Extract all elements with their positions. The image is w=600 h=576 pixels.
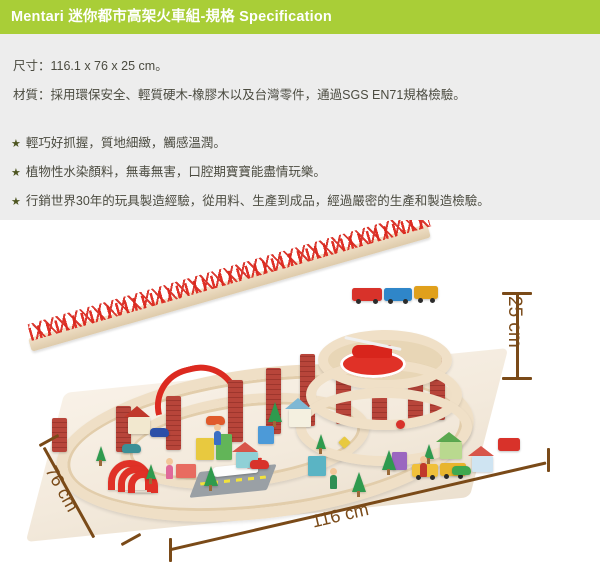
train-car-small-red [498, 438, 520, 451]
page-header: Mentari 迷你都市高架火車組-規格 Specification [0, 0, 600, 34]
train-engine [414, 286, 438, 299]
figure [330, 475, 337, 489]
tree-trunk [99, 460, 102, 466]
figure-head [330, 468, 337, 475]
tree-trunk [427, 458, 430, 464]
car-orange [206, 416, 225, 425]
tree [316, 434, 326, 449]
star-icon: ★ [11, 138, 21, 150]
feature-bullet-3-text: 行銷世界30年的玩具製造經驗，從用料、生產到成品，經過嚴密的生產和製造檢驗。 [25, 194, 490, 208]
tree-trunk [149, 478, 152, 484]
train-car-red [352, 288, 382, 301]
house-roof [285, 398, 311, 409]
house-roof [436, 432, 462, 442]
figure-head [166, 458, 173, 465]
brick-pier [116, 406, 131, 452]
spec-material-line: 材質：採用環保安全、輕質硬木-橡膠木以及台灣零件，通過SGS EN71規格檢驗。 [13, 88, 466, 102]
figure [214, 431, 221, 445]
dim-cap-right-116 [547, 448, 550, 472]
specification-panel: 尺寸：116.1 x 76 x 25 cm。 材質：採用環保安全、輕質硬木-橡膠… [0, 34, 600, 220]
car-red [250, 460, 269, 469]
feature-bullet-1-text: 輕巧好抓握，質地細緻，觸感溫潤。 [25, 136, 226, 150]
dim-cap-bottom-25 [502, 377, 532, 380]
brick-pier [52, 418, 67, 452]
figure-head [214, 424, 221, 431]
house [440, 442, 462, 459]
train-wheel [458, 474, 463, 479]
train-wheel [444, 474, 449, 479]
building-teal [308, 456, 326, 476]
dim-label-height: 25 cm [504, 296, 525, 348]
figure [420, 463, 427, 477]
house-roof [468, 446, 494, 456]
feature-bullet-3: ★ 行銷世界30年的玩具製造經驗，從用料、生產到成品，經過嚴密的生產和製造檢驗。 [11, 195, 490, 208]
feature-bullet-2: ★ 植物性水染顏料，無毒無害，口腔期寶寶能盡情玩樂。 [11, 166, 326, 179]
dim-cap-bottom-76 [120, 532, 142, 547]
car-teal [122, 444, 141, 453]
tree-trunk [319, 448, 322, 454]
stop-sign [396, 420, 405, 429]
figure-head [420, 456, 427, 463]
tree [352, 472, 366, 492]
car-green [452, 466, 471, 475]
tunnel-arch-inner [128, 471, 158, 493]
car-blue [150, 428, 169, 437]
figure [166, 465, 173, 479]
train-wheel [356, 299, 361, 304]
house-roof [232, 442, 258, 452]
helicopter [352, 345, 392, 358]
train-wheel [418, 298, 423, 303]
building-blue [258, 426, 274, 444]
spec-dimensions-line: 尺寸：116.1 x 76 x 25 cm。 [13, 59, 168, 73]
feature-bullet-2-text: 植物性水染顏料，無毒無害，口腔期寶寶能盡情玩樂。 [25, 165, 326, 179]
train-wheel [430, 475, 435, 480]
tree-trunk [387, 469, 390, 475]
building-yellow [196, 438, 214, 460]
feature-bullet-1: ★ 輕巧好抓握，質地細緻，觸感溫潤。 [11, 137, 226, 150]
brick-pier [166, 396, 181, 450]
house-roof [124, 406, 150, 417]
train-wheel [416, 475, 421, 480]
elevated-ramp-truss [27, 220, 432, 341]
dim-line-25cm [516, 293, 519, 379]
tree [204, 466, 218, 486]
house [128, 417, 150, 434]
tree [146, 464, 156, 479]
tree-trunk [209, 485, 212, 491]
tree [382, 450, 396, 470]
page-title: Mentari 迷你都市高架火車組-規格 Specification [11, 8, 332, 25]
product-photo: 25 cm 76 cm 116 cm [0, 220, 600, 576]
tree [96, 446, 106, 461]
tree [424, 444, 434, 459]
brick-pier [228, 380, 243, 442]
tree [268, 402, 282, 422]
house [472, 456, 493, 472]
train-wheel [388, 299, 393, 304]
train-wheel [403, 299, 408, 304]
house [289, 409, 311, 427]
dim-cap-left-116 [169, 538, 172, 562]
tree-trunk [357, 491, 360, 497]
tree-trunk [273, 421, 276, 427]
star-icon: ★ [11, 167, 21, 179]
train-wheel [430, 298, 435, 303]
building-red [176, 464, 196, 478]
train-wheel [373, 299, 378, 304]
star-icon: ★ [11, 196, 21, 208]
train-car-blue [384, 288, 412, 301]
